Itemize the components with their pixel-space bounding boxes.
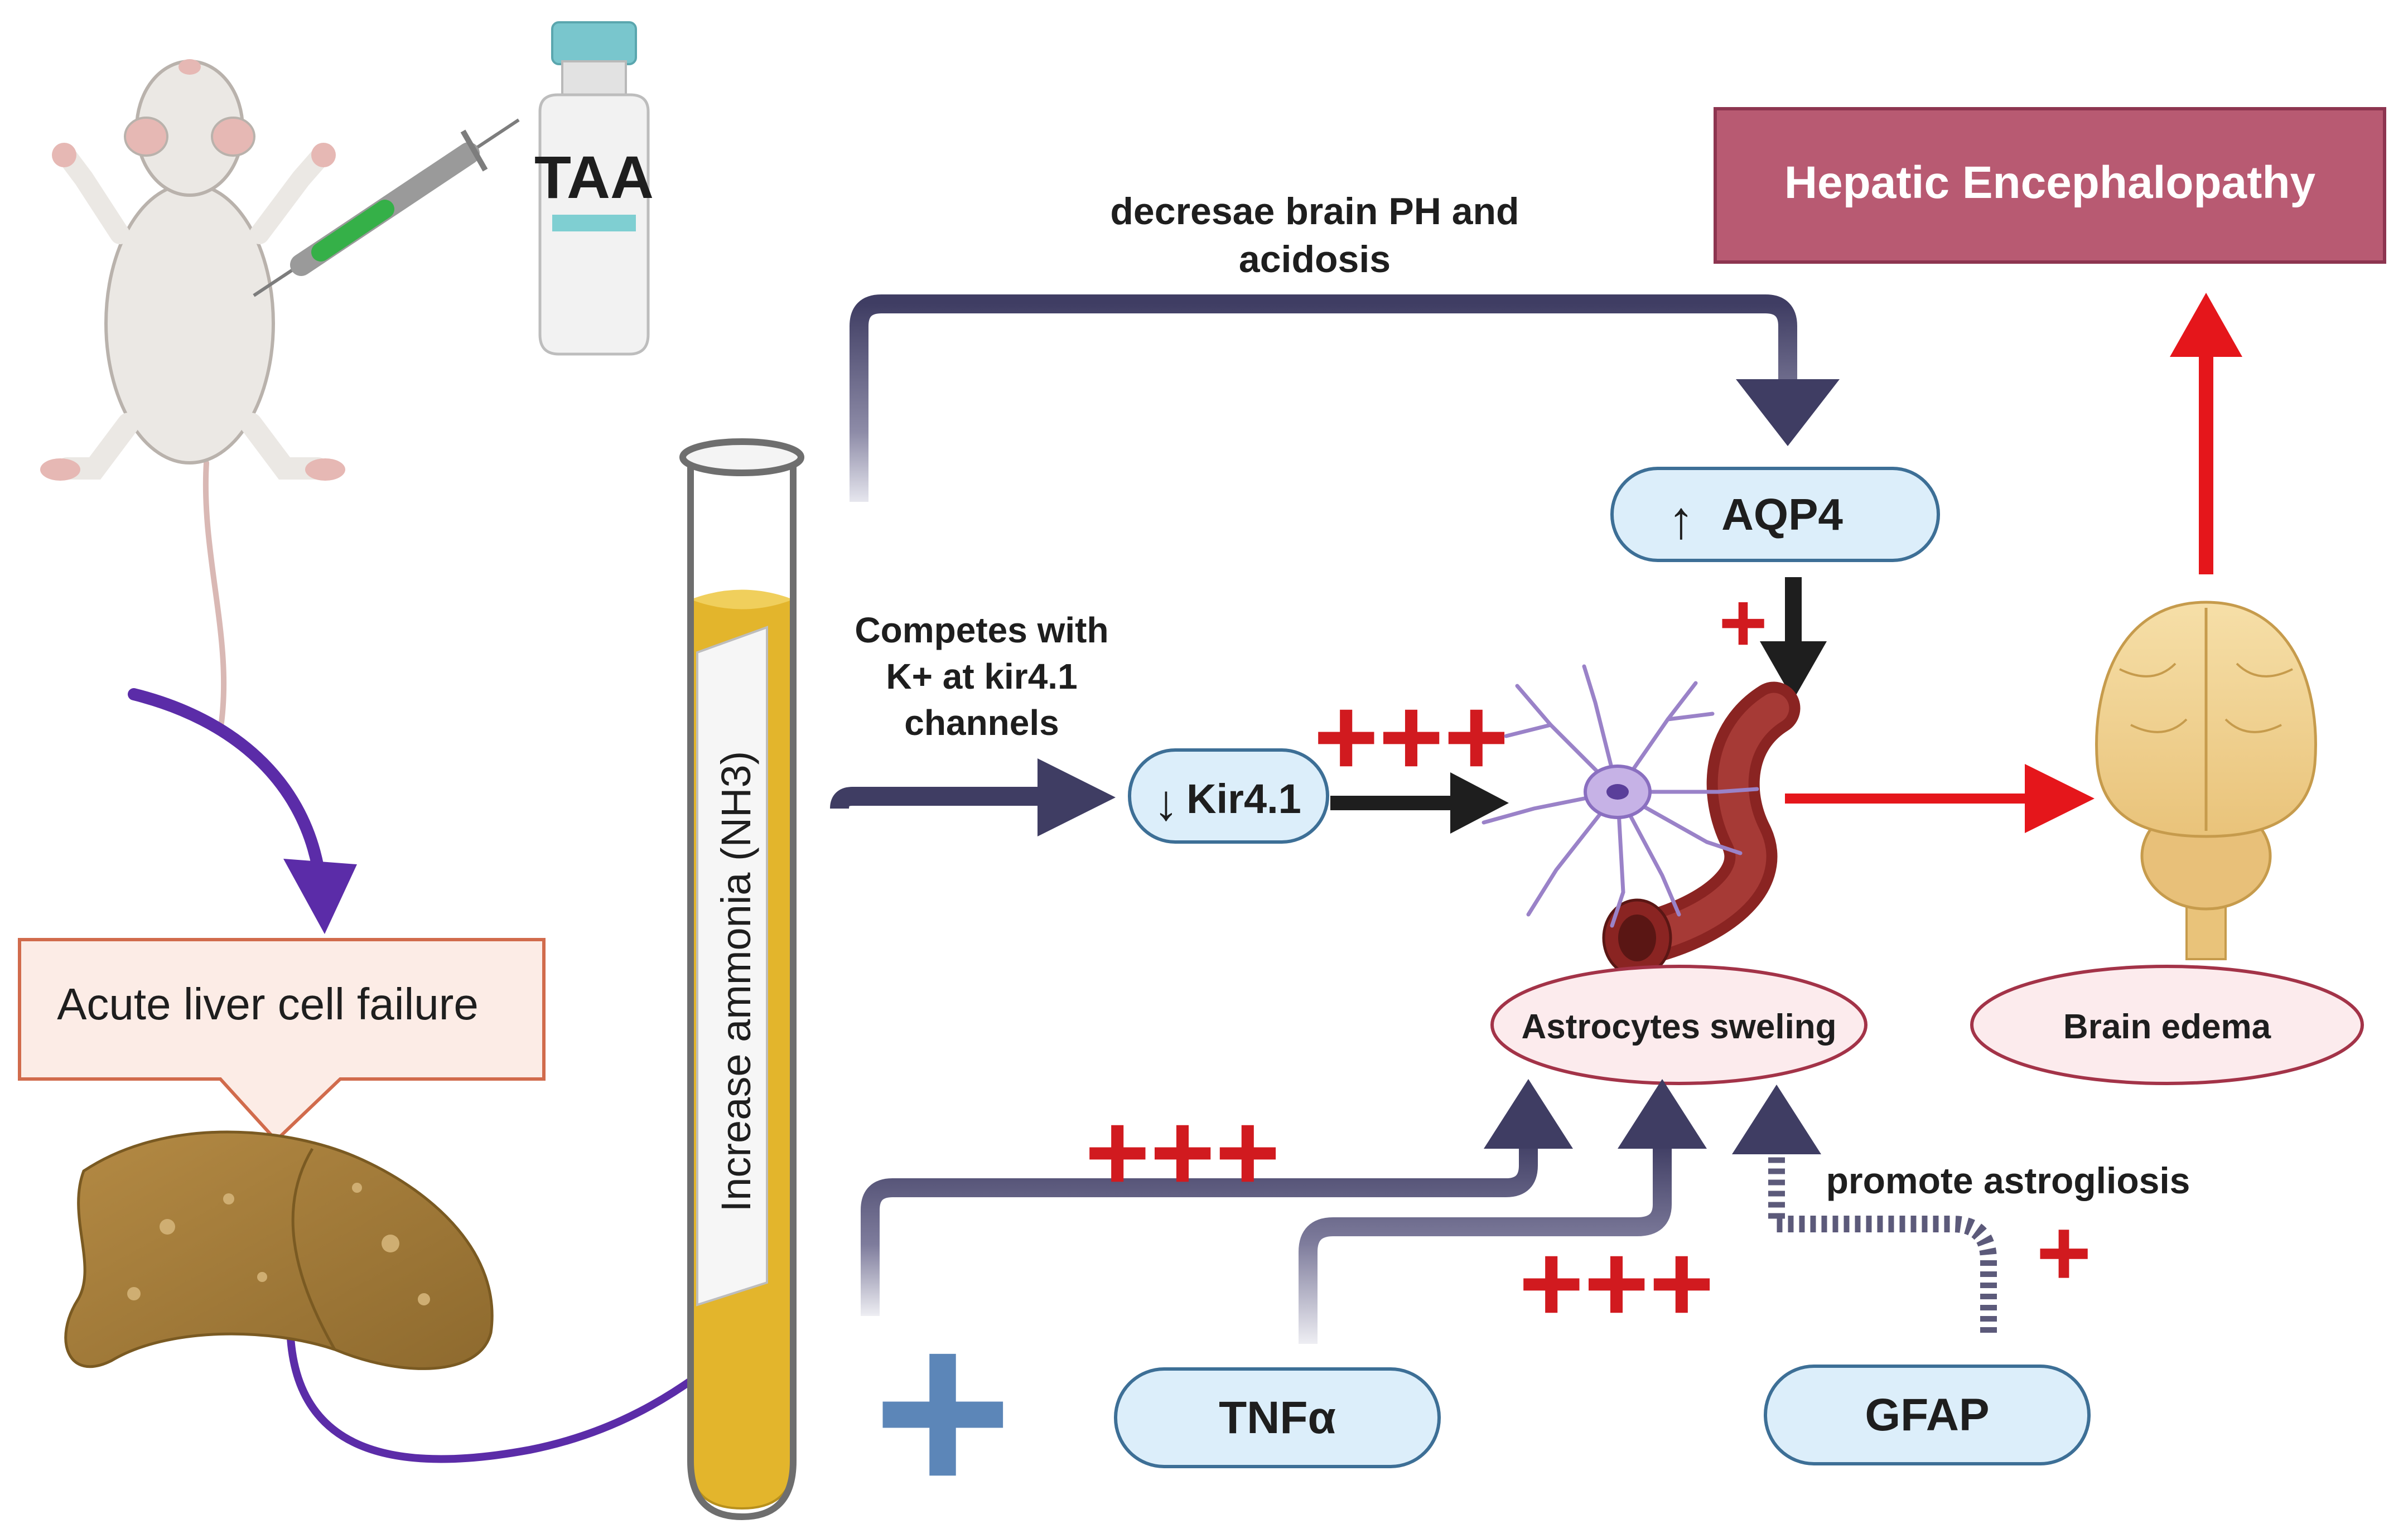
plus-triple-tube: +++ xyxy=(1085,1090,1280,1215)
syringe-icon xyxy=(253,118,520,297)
hepatic-encephalopathy-box: Hepatic Encephalopathy xyxy=(1714,107,2386,264)
rat-illustration xyxy=(40,59,345,733)
aqp4-up-arrow-icon: ↑ xyxy=(1668,491,1695,550)
ph-label-line2: acidosis xyxy=(1239,238,1391,280)
tnf-label: TNFα xyxy=(1219,1392,1336,1443)
ph-label-line1: decresae brain PH and xyxy=(1110,190,1519,233)
arrow-astro-to-brain xyxy=(1785,764,2095,833)
edema-label: Brain edema xyxy=(2063,1008,2271,1046)
competes-label-line2: K+ at kir4.1 xyxy=(886,656,1077,696)
tnf-alpha-pill: TNFα xyxy=(1114,1367,1441,1468)
tube-label: Increase ammonia (NH3) xyxy=(713,751,759,1212)
astrocytes-swelling-oval: Astrocytes sweling xyxy=(1490,965,1867,1085)
gfap-label: GFAP xyxy=(1865,1390,1989,1440)
liver-illustration xyxy=(64,1130,494,1370)
plus-single-aqp4: + xyxy=(1719,575,1768,669)
arrow-rat-to-failure xyxy=(128,688,357,934)
arrow-brain-to-he xyxy=(2170,293,2242,574)
arrow-ph-to-aqp4 xyxy=(850,294,1840,502)
astrocyte-illustration xyxy=(1482,664,1801,978)
liver-failure-callout: Acute liver cell failure xyxy=(18,938,546,1143)
gfap-pill: GFAP xyxy=(1764,1365,2091,1465)
brain-illustration xyxy=(2095,601,2317,960)
taa-vial: TAA xyxy=(534,21,654,356)
plus-triple-tnf: +++ xyxy=(1519,1221,1714,1346)
arrow-tube-to-kir xyxy=(830,758,1116,1310)
liver-failure-label: Acute liver cell failure xyxy=(57,979,479,1029)
he-label: Hepatic Encephalopathy xyxy=(1784,157,2316,208)
aqp4-pill: ↑ AQP4 xyxy=(1610,467,1940,562)
aqp4-label: AQP4 xyxy=(1721,490,1843,539)
arrow-tnf-to-astro xyxy=(1299,1079,1707,1344)
kir-label: Kir4.1 xyxy=(1186,776,1301,822)
ammonia-test-tube: Increase ammonia (NH3) xyxy=(679,438,804,1521)
arrow-kir-to-astrocyte xyxy=(1330,772,1509,834)
kir-down-arrow-icon: ↓ xyxy=(1154,775,1179,831)
brain-edema-oval: Brain edema xyxy=(1970,965,2364,1085)
plus-triple-kir: +++ xyxy=(1314,675,1509,799)
astrogliosis-label: promote astrogliosis xyxy=(1826,1160,2190,1201)
arrow-aqp4-to-vessel xyxy=(1760,577,1827,700)
competes-label-line3: channels xyxy=(904,703,1059,743)
plus-single-gfap: + xyxy=(2036,1200,2091,1306)
arrow-gfap-to-astro xyxy=(1732,1085,1997,1333)
kir41-pill: ↓ Kir4.1 xyxy=(1128,748,1329,844)
vial-label: TAA xyxy=(534,143,654,211)
competes-label-line1: Competes with xyxy=(855,610,1108,650)
plus-blue-marker: + xyxy=(872,1278,1012,1521)
arrow-tube-to-astro xyxy=(861,1079,1573,1316)
astro-label: Astrocytes sweling xyxy=(1521,1008,1836,1046)
